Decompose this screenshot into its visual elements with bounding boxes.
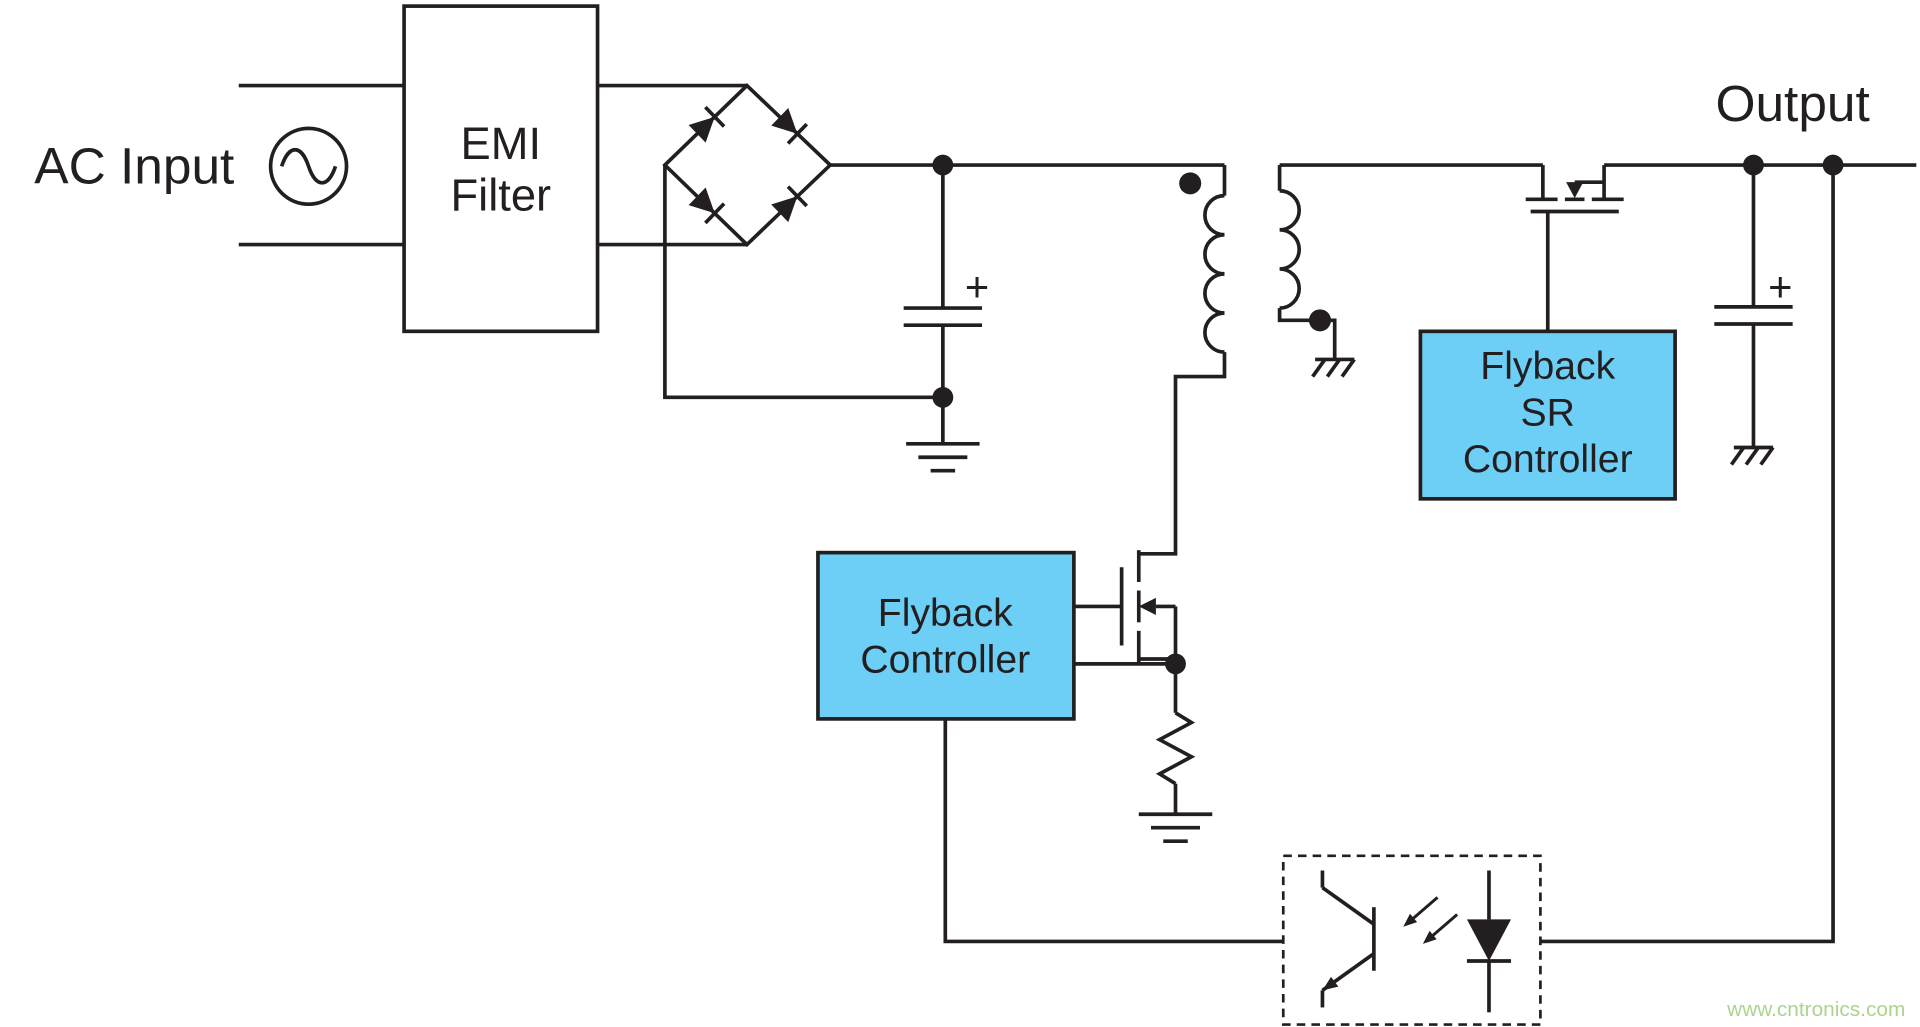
output-capacitor-symbol [1714,165,1793,448]
ground-symbol [906,397,980,473]
bulk-cap-polarity-label: + [965,263,989,310]
primary-winding [1203,193,1225,354]
primary-mosfet-symbol [1073,550,1186,675]
flyback-sr-controller-box [1418,329,1677,501]
emi-filter-box [402,4,600,334]
secondary-winding [1279,188,1301,310]
phototransistor-symbol [1320,870,1376,1008]
flyback-controller-label-line2: Controller [860,638,1030,681]
bulk-capacitor-section: + [663,154,1225,473]
bulk-capacitor-symbol [903,165,983,398]
ground-symbol [1138,812,1213,843]
optocoupler-symbol [1281,854,1542,1026]
ground-symbol [1311,357,1356,378]
diode-symbol [688,105,726,143]
watermark: www.cntronics.com [1726,998,1905,1021]
flyback-controller-block: Flyback Controller [816,550,1076,721]
sense-resistor-symbol [1138,663,1213,843]
diode-symbol [688,187,726,225]
diode-symbol [771,108,809,145]
emitter-arrow [1322,976,1339,991]
rectifier-return-wire [663,165,943,400]
sr-mosfet-symbol [1525,165,1624,332]
primary-phase-dot [1179,172,1202,195]
emi-filter-block: EMI Filter [402,4,600,334]
flyback-controller-label-line1: Flyback [878,592,1013,635]
output-cap-polarity-label: + [1768,263,1792,310]
transformer-symbol [1138,163,1543,556]
optocoupler-box [1281,854,1542,1026]
ground-symbol [1729,445,1775,466]
emi-filter-label-line1: EMI [461,118,542,169]
output-section: Output + [1540,74,1917,944]
led-symbol [1466,870,1512,1013]
secondary-return-wire [1277,308,1337,360]
flyback-sr-controller-label-line2: SR [1521,391,1575,434]
ac-input-section: AC Input [34,83,405,247]
ac-source-symbol [268,126,349,207]
light-arrows [1403,896,1459,944]
ac-input-wires [238,83,405,247]
sr-body-arrow [1566,182,1584,199]
emi-filter-label-line2: Filter [450,169,551,220]
flyback-sr-controller-block: Flyback SR Controller [1418,329,1677,501]
output-label: Output [1715,74,1869,132]
bridge-rectifier-symbol [597,83,833,248]
body-arrow [1138,597,1156,615]
controller-feedback-wire [943,718,1284,944]
feedback-wire [1540,165,1835,944]
flyback-controller-box [816,550,1076,721]
ac-input-label: AC Input [34,136,234,194]
flyback-sr-controller-label-line1: Flyback [1480,345,1615,388]
primary-to-switch-wire [1138,352,1227,556]
flyback-sr-controller-label-line3: Controller [1463,438,1633,481]
diode-symbol [771,185,809,223]
